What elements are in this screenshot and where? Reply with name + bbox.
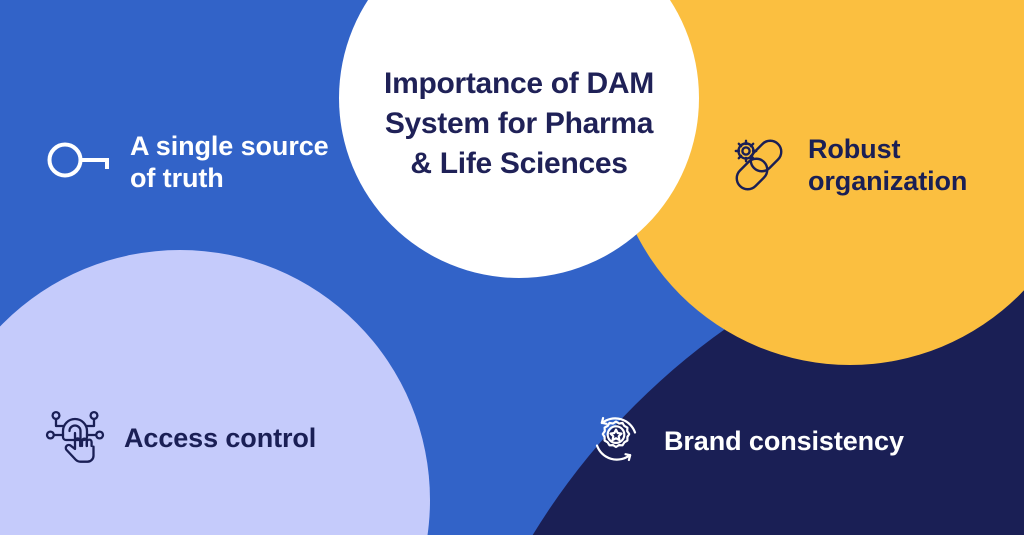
yellow-circle xyxy=(610,0,1024,365)
fingerprint-network-hand-icon xyxy=(44,405,106,472)
chain-links-gear-icon xyxy=(728,132,790,199)
feature-item-brand-consistency: Brand consistency xyxy=(586,409,904,474)
feature-item-single-source: A single source of truth xyxy=(44,131,329,195)
feature-label-robust-organization: Robust organization xyxy=(808,133,968,196)
key-icon xyxy=(44,138,112,187)
page-title: Importance of DAM System for Pharma & Li… xyxy=(384,67,654,180)
periwinkle-circle xyxy=(0,250,430,535)
feature-label-brand-consistency: Brand consistency xyxy=(664,425,904,456)
badge-star-refresh-icon xyxy=(586,409,646,474)
feature-label-single-source: A single source of truth xyxy=(130,131,329,193)
feature-label-access-control: Access control xyxy=(124,422,317,453)
white-circle xyxy=(339,0,699,278)
feature-item-robust-organization: Robust organization xyxy=(728,132,967,199)
feature-item-access-control: Access control xyxy=(44,405,316,472)
